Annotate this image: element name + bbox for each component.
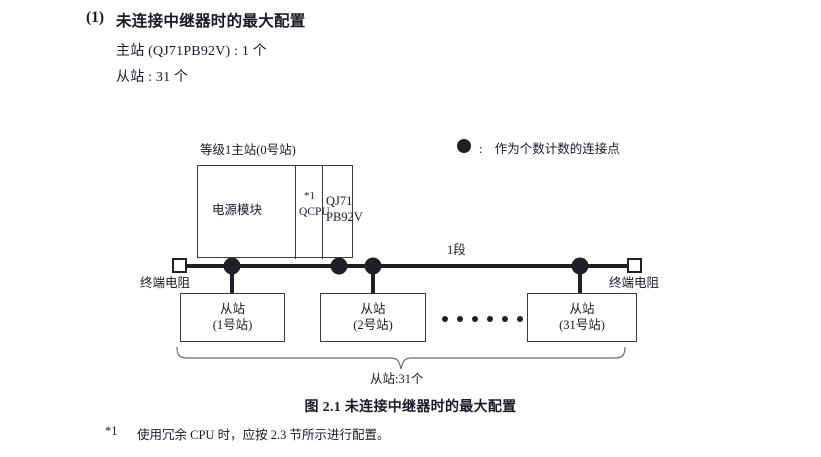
spec-slave-count: 从站 : 31 个 [116, 70, 189, 85]
slave-station-box-1: 从站 (1号站) [180, 293, 285, 342]
rack-cell-module-line2: PB92V [326, 210, 363, 224]
connection-dot-master [330, 257, 348, 275]
terminator-left-label: 终端电阻 [140, 276, 191, 290]
ellipsis-dot [472, 316, 478, 322]
master-rack: 电源模块 QCPU *1 QJ71 PB92V [197, 165, 363, 259]
footnote-mark: *1 [105, 424, 118, 438]
slave-group-brace-label: 从站:31个 [370, 372, 424, 386]
ellipsis-dot [442, 316, 448, 322]
rack-cell-qcpu-footnote: *1 [304, 190, 315, 202]
rack-cell-qcpu: QCPU [299, 206, 330, 218]
connection-dot-slave-31 [571, 257, 589, 275]
slave-box-1-line2: (1号站) [212, 318, 253, 332]
legend-text: : 作为个数计数的连接点 [479, 138, 620, 157]
legend-description: 作为个数计数的连接点 [494, 142, 620, 156]
rack-divider-2 [322, 166, 323, 259]
section-title: 未连接中继器时的最大配置 [116, 13, 306, 30]
slave-box-31-line1: 从站 [569, 302, 595, 316]
section-number: (1) [86, 9, 105, 26]
figure-caption: 图 2.1 未连接中继器时的最大配置 [304, 400, 517, 415]
connection-dot-slave-2 [364, 257, 382, 275]
rack-divider-1 [295, 166, 296, 259]
terminator-right-icon [627, 258, 642, 273]
slave-station-box-2: 从站 (2号站) [320, 293, 426, 342]
slave-box-2-line1: 从站 [360, 302, 386, 316]
footnote-text: 使用冗余 CPU 时，应按 2.3 节所示进行配置。 [137, 428, 390, 442]
spec-master-count: 主站 (QJ71PB92V) : 1 个 [116, 44, 268, 59]
ellipsis-dot [517, 316, 523, 322]
legend-separator: : [479, 142, 483, 156]
slave-box-2-line2: (2号站) [353, 318, 393, 332]
slave-group-brace [176, 346, 626, 370]
ellipsis-dot [457, 316, 463, 322]
filled-circle-icon [457, 139, 471, 153]
ellipsis-dot [502, 316, 508, 322]
ellipsis-dot [487, 316, 493, 322]
segment-label: 1段 [447, 243, 466, 257]
terminator-left-icon [172, 258, 187, 273]
rack-cell-module-line1: QJ71 [326, 194, 353, 208]
master-station-label: 等级1主站(0号站) [200, 143, 296, 157]
slave-station-box-31: 从站 (31号站) [527, 293, 637, 342]
terminator-right-label: 终端电阻 [609, 276, 660, 290]
slave-box-1-line1: 从站 [219, 302, 245, 316]
rack-cell-power-module: 电源模块 [212, 203, 263, 217]
connection-dot-slave-1 [223, 257, 241, 275]
slave-box-31-line2: (31号站) [559, 318, 605, 332]
